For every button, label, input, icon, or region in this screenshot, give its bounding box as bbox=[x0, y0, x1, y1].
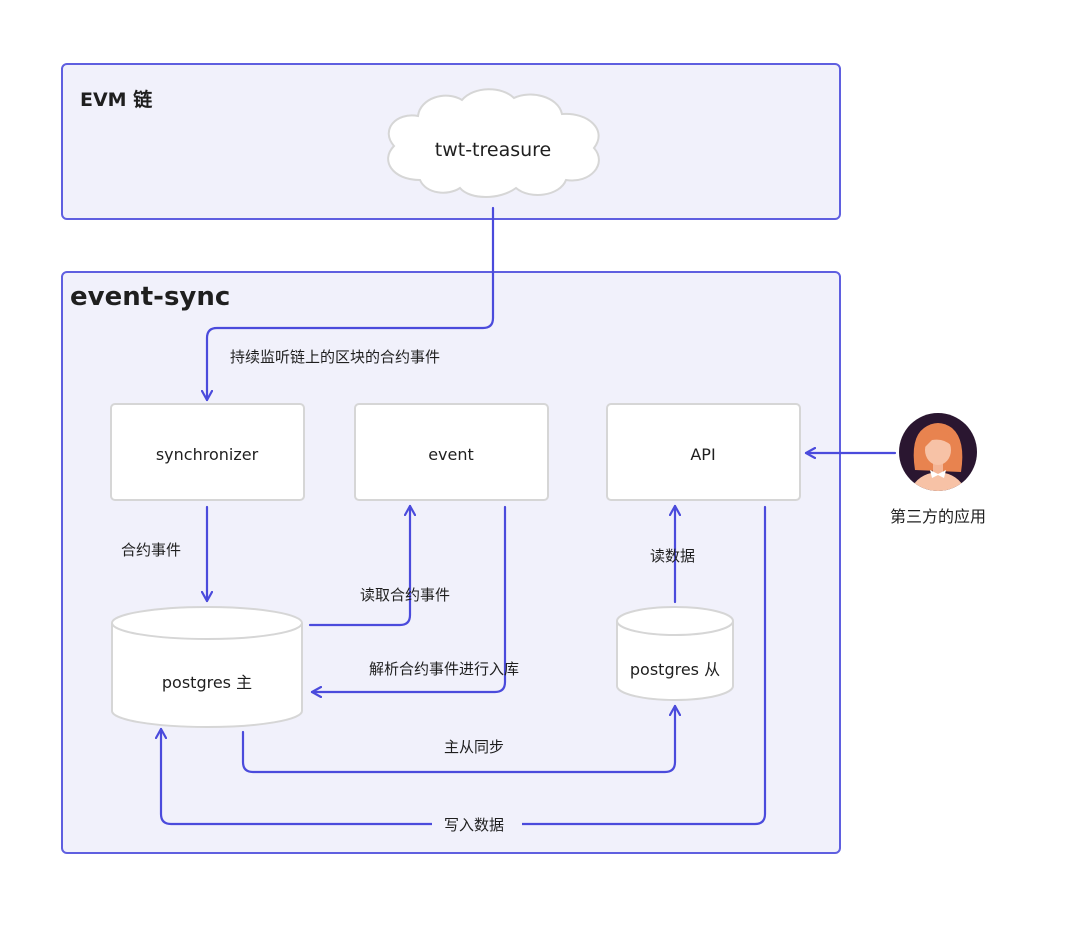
edge-label-parse-and-store: 解析合约事件进行入库 bbox=[369, 660, 519, 678]
synchronizer-node[interactable]: synchronizer bbox=[110, 403, 305, 501]
event-sync-title: event-sync bbox=[70, 282, 230, 312]
api-node[interactable]: API bbox=[606, 403, 801, 501]
edge-label-read-contract-events: 读取合约事件 bbox=[360, 586, 450, 604]
third-party-node[interactable]: 第三方的应用 bbox=[890, 413, 986, 526]
event-node[interactable]: event bbox=[354, 403, 549, 501]
edge-labels: 持续监听链上的区块的合约事件 合约事件 读取合约事件 解析合约事件进行入库 读数… bbox=[121, 348, 695, 836]
synchronizer-label: synchronizer bbox=[156, 445, 259, 464]
twt-treasure-node[interactable]: twt-treasure bbox=[387, 88, 600, 198]
edge-master-slave-sync bbox=[241, 704, 675, 774]
api-label: API bbox=[690, 445, 715, 464]
edge-label-contract-events: 合约事件 bbox=[121, 541, 181, 559]
edge-listen bbox=[207, 206, 495, 402]
person-avatar-icon bbox=[899, 413, 977, 491]
postgres-slave-label: postgres 从 bbox=[630, 660, 720, 679]
edge-parse-and-store bbox=[310, 505, 507, 692]
postgres-slave-node[interactable]: postgres 从 bbox=[616, 606, 734, 701]
third-party-label: 第三方的应用 bbox=[890, 507, 986, 526]
edge-label-write-data-bg bbox=[432, 812, 522, 836]
postgres-master-label: postgres 主 bbox=[162, 673, 252, 692]
edge-label-read-data: 读数据 bbox=[650, 547, 695, 565]
event-label: event bbox=[428, 445, 474, 464]
evm-chain-title: EVM 链 bbox=[80, 88, 152, 111]
edge-label-write-data: 写入数据 bbox=[444, 816, 504, 834]
edge-label-listen: 持续监听链上的区块的合约事件 bbox=[230, 348, 440, 366]
edge-read-contract-events bbox=[308, 504, 410, 627]
event-sync-group: event-sync bbox=[61, 271, 841, 854]
twt-treasure-label: twt-treasure bbox=[435, 139, 552, 161]
edge-label-master-slave-sync: 主从同步 bbox=[444, 738, 504, 756]
postgres-master-node[interactable]: postgres 主 bbox=[111, 606, 303, 728]
cloud-shape bbox=[387, 88, 600, 198]
